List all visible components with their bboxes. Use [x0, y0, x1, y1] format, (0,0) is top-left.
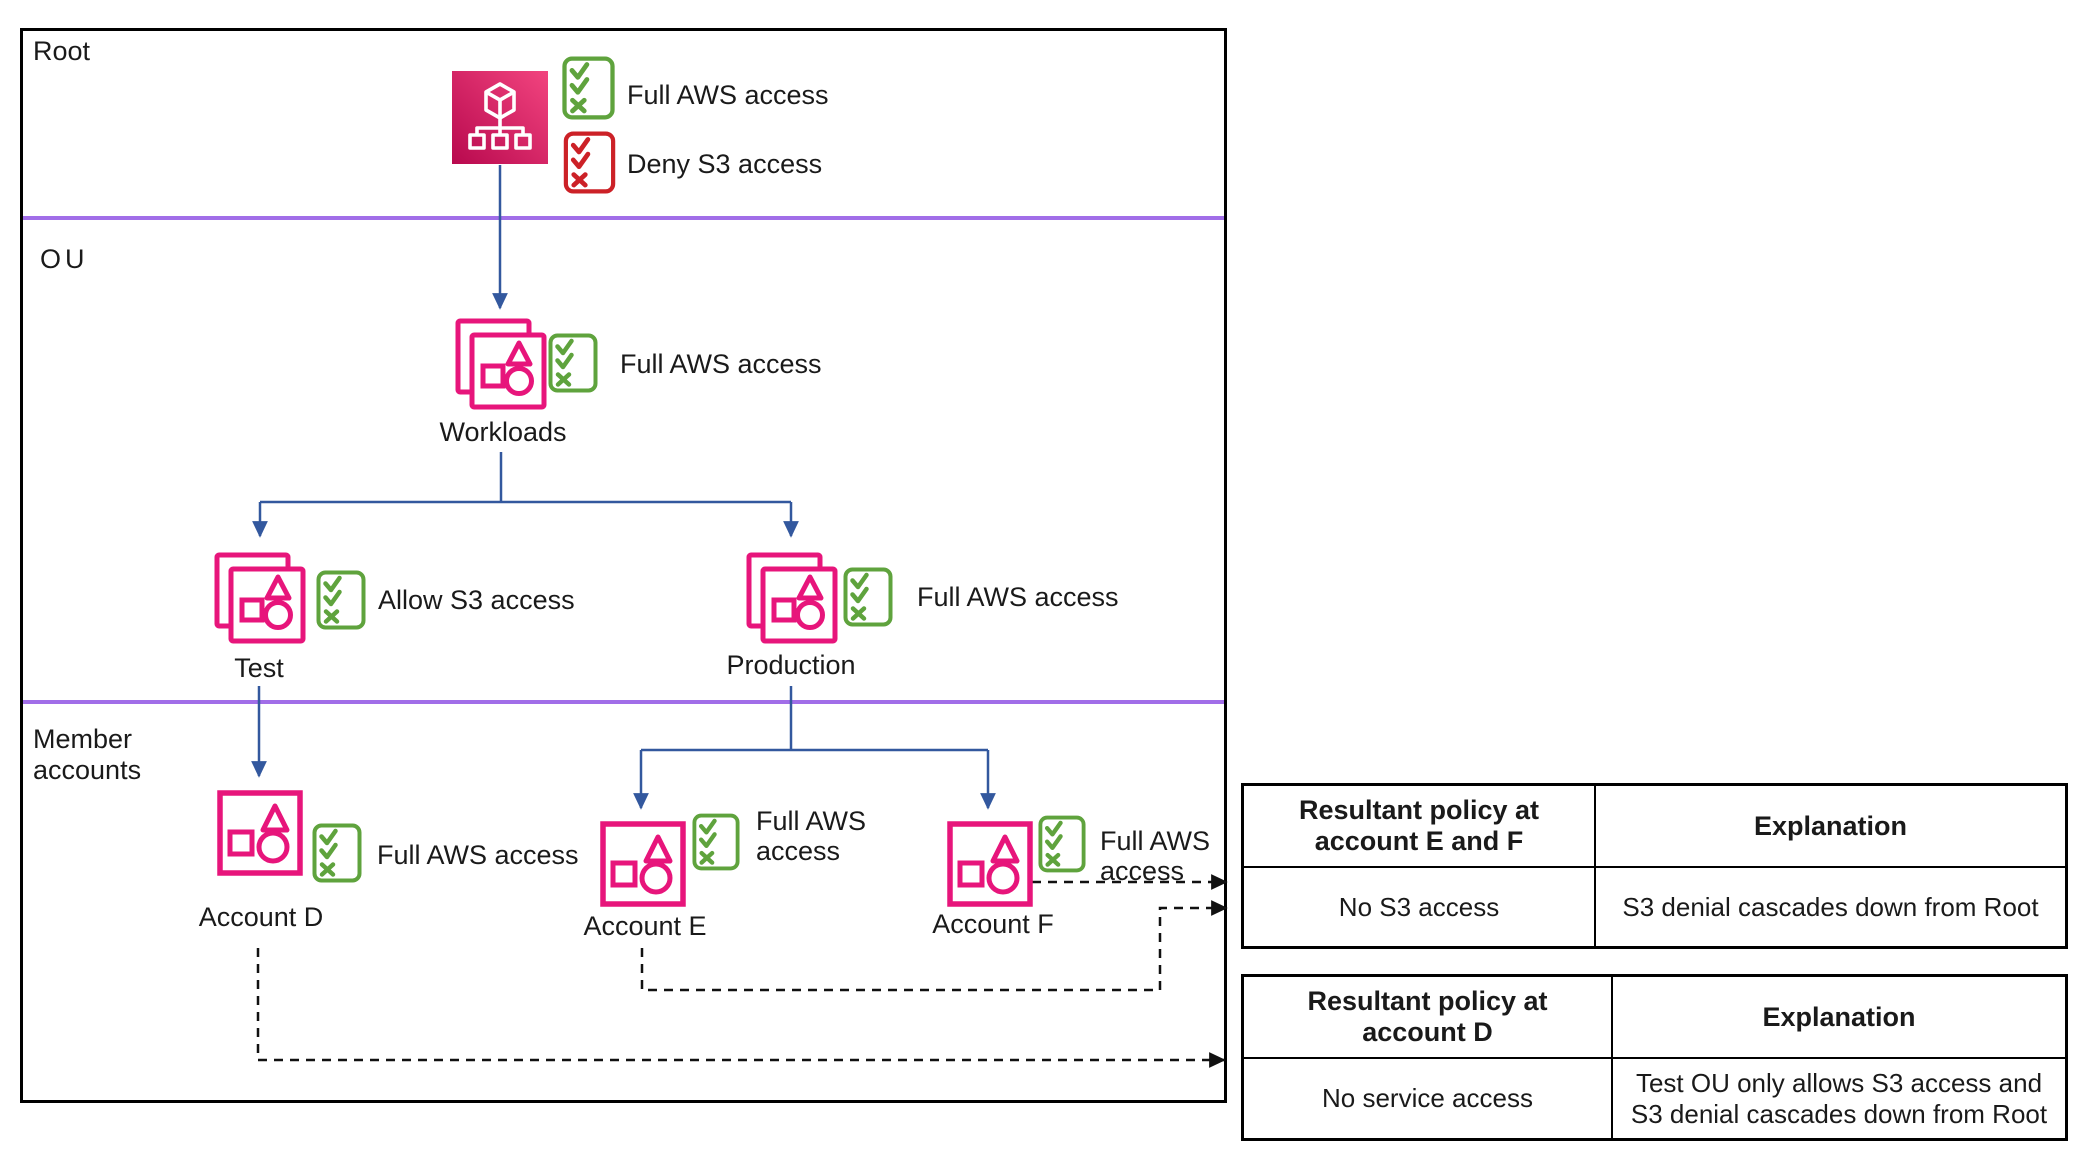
allow-policy-checklist-icon — [560, 56, 617, 120]
table-header-cell: Resultant policy at account D — [1244, 977, 1613, 1057]
account-label-f: Account F — [932, 909, 1054, 939]
ou-icon-test — [214, 552, 306, 644]
table-header-cell: Explanation — [1753, 810, 1908, 841]
table-header-row: Resultant policy at account D Explanatio… — [1244, 977, 2065, 1059]
section-label-member-accounts: Member accounts — [33, 724, 142, 785]
allow-policy-checklist-icon — [548, 333, 598, 393]
organizations-root-icon — [452, 71, 548, 164]
account-icon-e — [600, 821, 686, 907]
account-icon-f — [947, 821, 1033, 907]
table-row: No S3 access S3 denial cascades down fro… — [1244, 868, 2065, 946]
production-policy-label: Full AWS access — [917, 582, 1119, 612]
table-cell: No S3 access — [1244, 868, 1596, 946]
account-e-policy-label: Full AWS access — [756, 806, 867, 866]
workloads-policy-label: Full AWS access — [620, 349, 822, 379]
ou-icon-workloads — [455, 318, 547, 410]
ou-label-workloads: Workloads — [439, 417, 567, 447]
allow-policy-checklist-icon — [843, 567, 893, 627]
allow-policy-checklist-icon — [692, 812, 740, 872]
section-label-ou: OU — [40, 244, 89, 274]
table-cell: Test OU only allows S3 access and S3 den… — [1630, 1067, 2048, 1129]
account-f-policy-label: Full AWS access — [1100, 826, 1211, 886]
table-cell: S3 denial cascades down from Root — [1622, 891, 2039, 922]
table-header-cell: Resultant policy at account E and F — [1244, 786, 1596, 866]
root-allow-policy-label: Full AWS access — [627, 80, 829, 110]
resultant-policy-table-ef: Resultant policy at account E and F Expl… — [1241, 783, 2068, 949]
org-chart-glyph — [452, 71, 548, 164]
account-d-policy-label: Full AWS access — [377, 840, 579, 870]
account-label-d: Account D — [198, 902, 324, 932]
table-cell: No service access — [1244, 1059, 1613, 1138]
resultant-policy-table-d: Resultant policy at account D Explanatio… — [1241, 974, 2068, 1141]
allow-policy-checklist-icon — [312, 822, 362, 884]
test-policy-label: Allow S3 access — [378, 585, 575, 615]
ou-label-test: Test — [234, 653, 284, 683]
ou-label-production: Production — [726, 650, 856, 680]
account-label-e: Account E — [583, 911, 707, 941]
allow-policy-checklist-icon — [1038, 814, 1086, 874]
section-label-root: Root — [33, 36, 91, 66]
ou-member-divider — [23, 700, 1224, 704]
deny-policy-checklist-icon — [562, 131, 617, 194]
table-header-row: Resultant policy at account E and F Expl… — [1244, 786, 2065, 868]
allow-policy-checklist-icon — [315, 570, 367, 630]
account-icon-d — [217, 790, 303, 876]
table-header-cell: Explanation — [1762, 1001, 1916, 1032]
table-row: No service access Test OU only allows S3… — [1244, 1059, 2065, 1138]
root-ou-divider — [23, 216, 1224, 220]
root-deny-policy-label: Deny S3 access — [627, 149, 823, 179]
ou-icon-production — [746, 552, 838, 644]
